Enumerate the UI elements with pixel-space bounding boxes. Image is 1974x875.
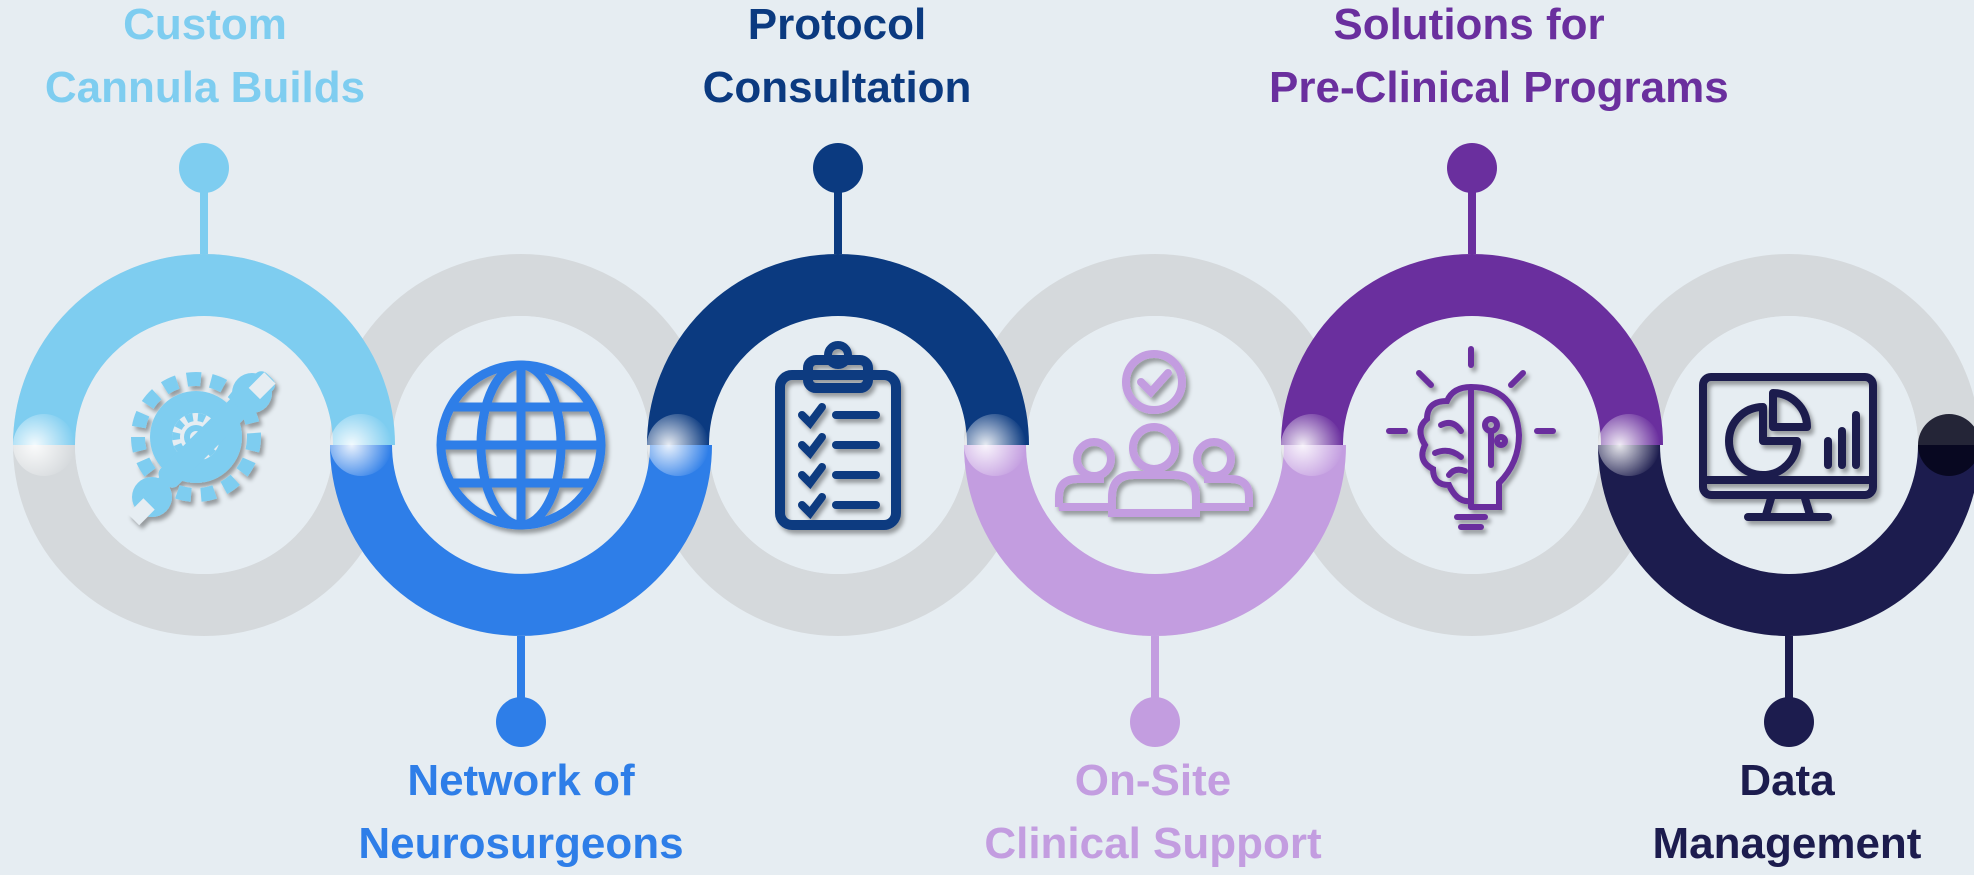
connector-dot [813,143,863,193]
step-label-line: Protocol [747,0,927,49]
arc-cap [964,414,1026,476]
step-label-line: Data [1739,756,1835,805]
arc-cap [1918,414,1974,476]
step-label-line: Cannula Builds [44,63,366,112]
clipboard-checklist-icon [775,341,901,530]
step-arc [647,254,1029,446]
colored-arcs [13,254,1974,636]
step-arc [1281,254,1663,446]
step-label-line: Network of [407,756,635,805]
step-label-data-management: Data Management [1587,749,1974,875]
step-label-line: On-Site [1074,756,1232,805]
arc-end-caps [13,414,1974,476]
connector-dot [496,697,546,747]
step-label-pre-clinical-programs: Solutions for Pre-Clinical Programs [1269,0,1729,119]
team-check-icon [1055,350,1253,517]
step-label-line: Clinical Support [984,819,1322,868]
step-label-line: Neurosurgeons [358,819,684,868]
monitor-chart-icon [1699,373,1877,521]
step-label-line: Consultation [702,63,972,112]
step-label-protocol-consultation: Protocol Consultation [637,0,1037,119]
step-label-line: Custom [123,0,287,49]
step-label-line: Pre-Clinical Programs [1269,63,1729,112]
arc-cap [13,414,75,476]
connector-dot [1130,697,1180,747]
globe-icon [436,360,606,530]
step-arc [1598,444,1974,636]
step-label-on-site-clinical-support: On-Site Clinical Support [953,749,1353,875]
step-label-line: Solutions for [1333,0,1605,49]
step-arc [330,444,712,636]
gear-wrench-icon [127,371,276,526]
connector-dot [1764,697,1814,747]
step-label-line: Management [1652,819,1922,868]
pin-connectors [179,143,1814,747]
step-label-network-of-neurosurgeons: Network of Neurosurgeons [321,749,721,875]
arc-cap [647,414,709,476]
step-label-custom-cannula-builds: Custom Cannula Builds [5,0,405,119]
connector-dot [1447,143,1497,193]
step-arc [13,254,395,446]
step-icons [127,341,1877,530]
arc-cap [1281,414,1343,476]
step-arc [964,444,1346,636]
brain-lightbulb-icon [1386,346,1556,530]
connector-dot [179,143,229,193]
arc-cap [1598,414,1660,476]
arc-cap [330,414,392,476]
